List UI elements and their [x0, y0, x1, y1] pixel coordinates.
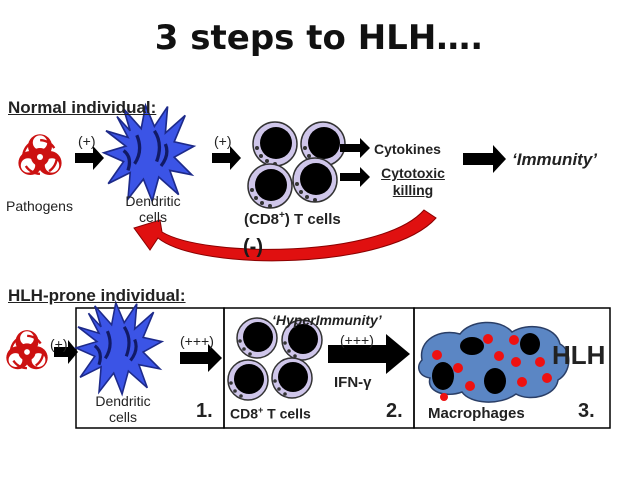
t-cell-icon	[227, 317, 323, 401]
plus-label: (+)	[78, 133, 96, 149]
tcells-text-end: ) T cells	[284, 211, 341, 228]
hlh-heading: HLH-prone individual:	[8, 286, 186, 305]
tcells-sup: +	[279, 210, 285, 221]
step-number: 3.	[578, 400, 595, 422]
page-title: 3 steps to HLH….	[154, 18, 484, 58]
cd8-sup: +	[258, 405, 264, 415]
macrophages-label: Macrophages	[428, 405, 525, 422]
dendritic-line2: cells	[138, 209, 167, 225]
normal-heading: Normal individual:	[8, 98, 157, 117]
arrow-icon	[463, 145, 506, 173]
tcells-label: (CD8+) T cells	[244, 210, 341, 228]
immunity-label: ‘Immunity’	[512, 150, 598, 169]
arrow-icon	[340, 138, 370, 187]
feedback-label: (-)	[243, 236, 263, 258]
cytotoxic-line1: Cytotoxic	[381, 165, 445, 181]
cytotoxic-line2: killing	[392, 182, 434, 198]
dendritic-cells-label: Dendritic cells	[112, 193, 194, 225]
dendritic-cells-label: Dendritic cells	[84, 393, 162, 425]
cd8-text-end: T cells	[263, 405, 311, 422]
arrow-icon	[328, 334, 410, 374]
plus-label: (+)	[214, 133, 232, 149]
step3-box	[413, 307, 611, 429]
step-number: 2.	[386, 400, 403, 422]
cytokines-label: Cytokines	[374, 141, 441, 157]
macrophage-icon	[417, 321, 570, 403]
arrow-icon	[75, 146, 104, 170]
cd8-text: CD8	[230, 405, 259, 422]
dendritic-cell-icon	[74, 301, 164, 396]
hyperimmunity-label: ‘HyperImmunity’	[272, 312, 382, 328]
feedback-arrow	[133, 209, 437, 262]
biohazard-icon	[4, 328, 50, 371]
tcells-text: (CD8	[244, 211, 280, 228]
biohazard-icon	[16, 132, 64, 177]
cd8-tcells-label: CD8+ T cells	[230, 405, 311, 422]
t-cell-icon	[247, 121, 346, 209]
step-number: 1.	[196, 400, 213, 422]
plus3-label: (+++)	[180, 333, 214, 349]
plus3-label: (+++)	[340, 332, 374, 348]
plus-label: (+)	[50, 336, 68, 352]
arrow-icon	[180, 344, 222, 372]
hlh-label: HLH	[552, 340, 606, 370]
dendritic-line2: cells	[108, 409, 137, 425]
ifn-gamma-label: IFN-γ	[334, 374, 372, 391]
dendritic-line1: Dendritic	[95, 393, 151, 409]
arrow-icon	[212, 146, 241, 170]
dendritic-cell-icon	[102, 103, 196, 203]
arrow-icon	[54, 340, 78, 364]
pathogens-label: Pathogens	[6, 198, 73, 214]
dendritic-line1: Dendritic	[125, 193, 181, 209]
cytotoxic-killing-label: Cytotoxic killing	[370, 165, 456, 199]
